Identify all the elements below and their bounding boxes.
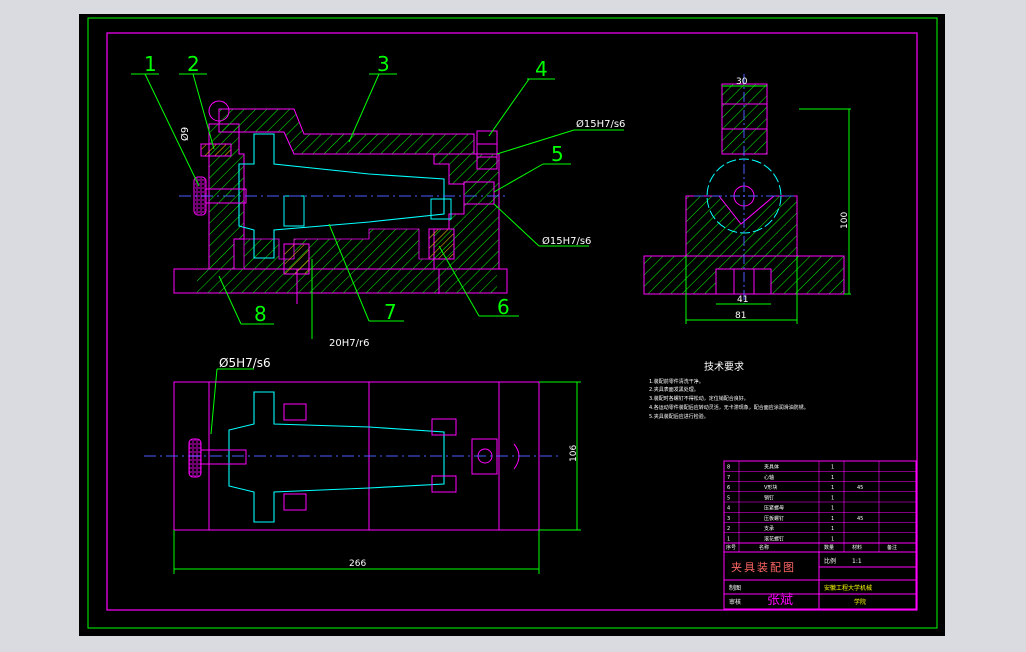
balloon-3: 3 — [377, 52, 390, 76]
dim-side-base: 81 — [735, 311, 746, 321]
plan-knurled-screw — [188, 438, 202, 478]
fit-annotations: Ø15H7/s6 Ø15H7/s6 20H7/r6 Ø9 Ø5H7/s6 — [179, 118, 625, 435]
parts-header-qty: 数量 — [824, 544, 834, 551]
part-balloons: 1 2 3 4 5 6 7 8 — [131, 52, 571, 326]
nut-4 — [476, 130, 498, 170]
parts-cell-qty: 1 — [831, 495, 834, 501]
parts-header-no: 序号 — [726, 544, 736, 551]
parts-cell-no: 5 — [727, 495, 730, 501]
parts-row: 8 夹具体 1 — [724, 464, 916, 472]
dim-plan-length: 266 — [349, 559, 366, 569]
parts-cell-name: 支承 — [764, 525, 774, 532]
parts-header-note: 备注 — [887, 544, 897, 551]
parts-row: 5 销钉 1 — [724, 494, 916, 503]
tech-line-1: 1.装配前零件清洗干净。 — [649, 378, 704, 385]
top-knob — [208, 100, 230, 122]
parts-header-material: 材料 — [852, 544, 862, 551]
balloon-6: 6 — [497, 295, 510, 319]
parts-cell-no: 4 — [727, 506, 730, 512]
parts-cell-no: 7 — [727, 475, 730, 481]
parts-row: 6 V形块 1 45 — [724, 484, 916, 493]
parts-cell-name: 压板螺钉 — [764, 515, 784, 522]
plan-mandrel — [228, 391, 445, 523]
balloon-7: 7 — [384, 300, 397, 324]
parts-cell-qty: 1 — [831, 465, 834, 471]
fit-7: 20H7/r6 — [329, 338, 369, 349]
cad-drawing: 1 2 3 4 5 6 7 8 Ø15H7/s6 Ø15H7/s6 20H7/r… — [87, 17, 938, 629]
inner-frame — [106, 32, 918, 611]
mandrel — [238, 133, 445, 259]
parts-cell-qty: 1 — [831, 485, 834, 491]
title-block: 8 夹具体 1 7 心轴 1 6 V形块 1 45 5 销钉 1 4 压紧螺母 1 3 压板螺钉 1 45 2 支承 1 1 滚… — [723, 460, 917, 610]
parts-cell-qty: 1 — [831, 506, 834, 512]
balloon-1: 1 — [144, 52, 157, 76]
plan-view: 266 106 — [144, 381, 581, 574]
school-name: 安徽工程大学机械 — [824, 584, 872, 592]
tech-line-5: 5.夹具装配后应进行检验。 — [649, 413, 709, 420]
fit-top-left: Ø9 — [179, 127, 191, 141]
parts-cell-no: 6 — [727, 485, 730, 491]
balloon-8: 8 — [254, 302, 267, 326]
parts-cell-name: 压紧螺母 — [764, 505, 784, 512]
parts-cell-qty: 1 — [831, 475, 834, 481]
parts-row: 1 滚花螺钉 1 — [724, 535, 916, 544]
parts-cell-name: 滚花螺钉 — [764, 535, 784, 542]
fit-plan: Ø5H7/s6 — [219, 356, 271, 370]
dim-plan-width: 106 — [569, 445, 579, 462]
parts-cell-no: 8 — [727, 465, 730, 471]
parts-cell-qty: 1 — [831, 526, 834, 532]
parts-cell-no: 1 — [727, 536, 730, 542]
bushing-right — [428, 228, 455, 260]
parts-cell-material: 45 — [857, 516, 863, 522]
pin-2 — [200, 143, 232, 157]
dim-side-height: 100 — [840, 212, 850, 229]
parts-cell-name: 销钉 — [764, 494, 774, 501]
parts-cell-name: V形块 — [764, 484, 777, 491]
balloon-5: 5 — [551, 142, 564, 166]
parts-header-name: 名称 — [759, 544, 769, 551]
tech-title: 技术要求 — [704, 360, 744, 373]
pin-5 — [463, 181, 495, 205]
signature: 张斌 — [767, 593, 793, 608]
tech-line-3: 3.装配时各螺钉不得松动，定位销配合良好。 — [649, 395, 749, 402]
balloon-2: 2 — [187, 52, 200, 76]
parts-cell-qty: 1 — [831, 516, 834, 522]
parts-row: 2 支承 1 — [724, 525, 916, 534]
scale-value: 1:1 — [852, 558, 862, 565]
fit-6: Ø15H7/s6 — [542, 235, 591, 247]
outer-border — [87, 17, 938, 629]
front-view — [173, 100, 509, 304]
drawing-title: 夹具装配图 — [731, 561, 796, 574]
drawn-label: 制图 — [729, 584, 741, 592]
tech-requirements: 技术要求 1.装配前零件清洗干净。 2.夹具表面发黑处理。 3.装配时各螺钉不得… — [649, 360, 809, 420]
cap-arm — [218, 108, 475, 155]
dim-side-inner: 41 — [737, 295, 748, 305]
scale-label: 比例 — [824, 557, 836, 565]
parts-row: 7 心轴 1 — [724, 474, 916, 482]
parts-row: 3 压板螺钉 1 45 — [724, 515, 916, 523]
dim-side-top: 30 — [736, 77, 748, 87]
parts-cell-qty: 1 — [831, 536, 834, 542]
parts-cell-name: 心轴 — [764, 474, 774, 481]
drawing-sheet: 1 2 3 4 5 6 7 8 Ø15H7/s6 Ø15H7/s6 20H7/r… — [79, 14, 945, 636]
balloon-4: 4 — [535, 57, 548, 81]
class-label: 学院 — [854, 598, 866, 606]
parts-cell-no: 3 — [727, 516, 730, 522]
check-label: 审核 — [729, 598, 741, 606]
parts-row: 4 压紧螺母 1 — [724, 505, 916, 513]
tech-line-4: 4.各运动零件装配后应转动灵活，无卡滞现象，配合面应涂润滑油防锈。 — [649, 404, 809, 411]
side-view: 30 100 41 81 — [643, 74, 851, 324]
parts-cell-no: 2 — [727, 526, 730, 532]
tech-line-2: 2.夹具表面发黑处理。 — [649, 386, 699, 393]
parts-cell-name: 夹具体 — [764, 464, 779, 471]
parts-cell-material: 45 — [857, 485, 863, 491]
parts-list: 8 夹具体 1 7 心轴 1 6 V形块 1 45 5 销钉 1 4 压紧螺母 1 3 压板螺钉 1 45 2 支承 1 1 滚… — [724, 461, 916, 552]
fit-4: Ø15H7/s6 — [576, 118, 625, 130]
